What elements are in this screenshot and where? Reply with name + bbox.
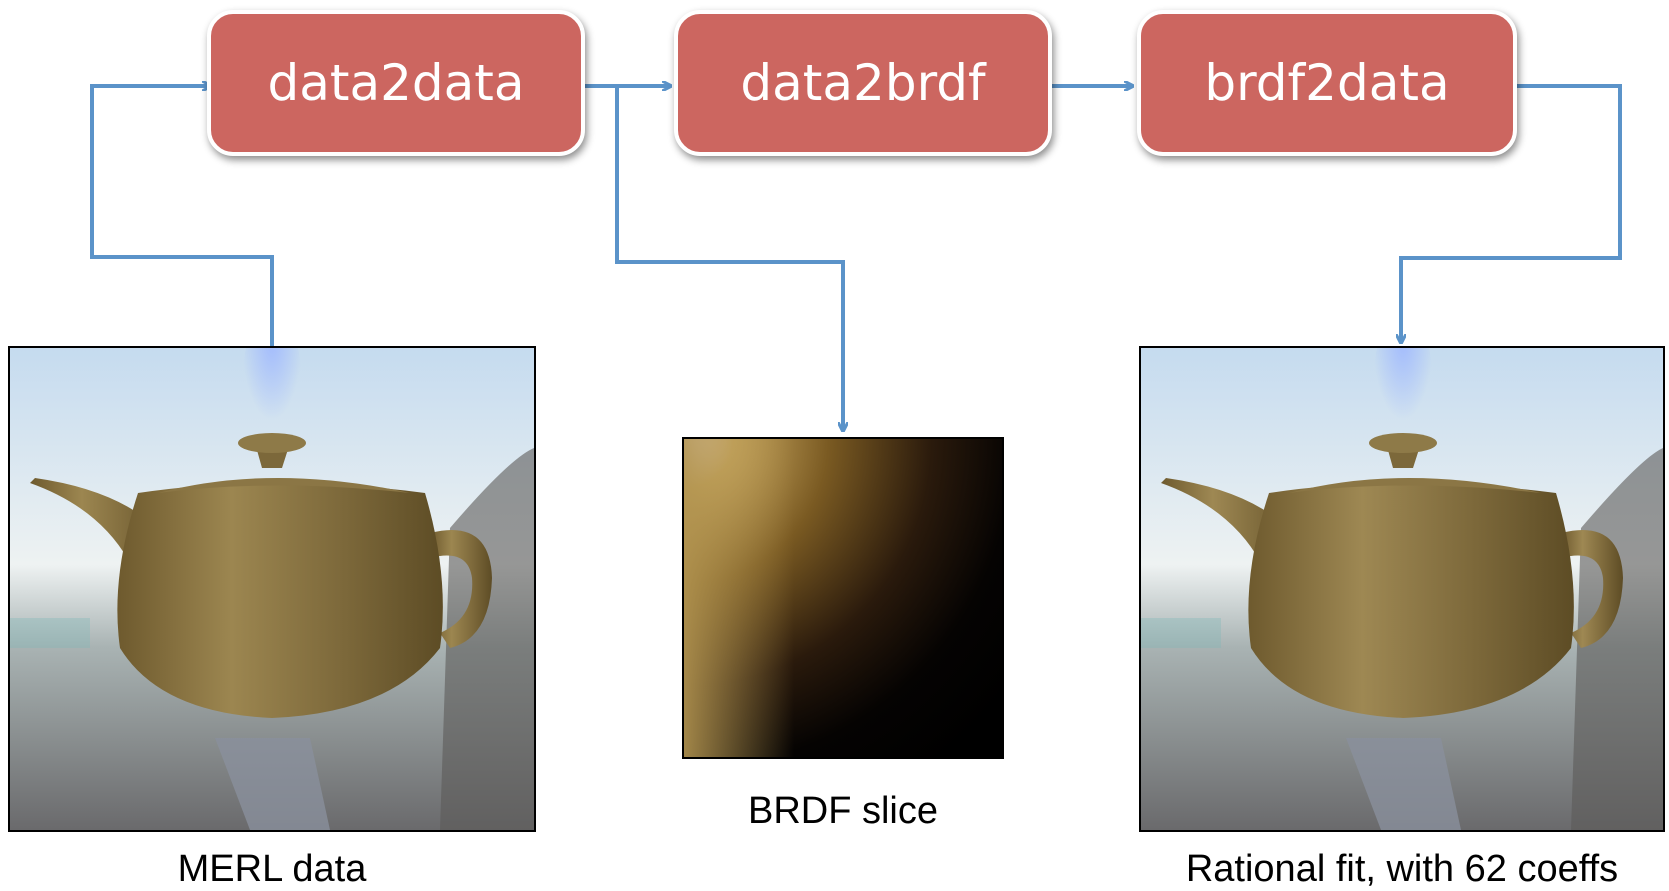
- brdf-slice-image: [682, 437, 1004, 759]
- brdf2data-box: brdf2data: [1137, 10, 1517, 156]
- teapot-render: [1141, 348, 1663, 830]
- merl-caption: MERL data: [177, 848, 367, 890]
- brdf-slice-render: [684, 439, 1002, 757]
- arrow-brdf2data-to-rational: [1401, 84, 1622, 342]
- brdf2data-label: brdf2data: [1204, 54, 1450, 112]
- slice-caption: BRDF slice: [747, 790, 939, 832]
- data2data-label: data2data: [267, 54, 525, 112]
- arrow-data2data-to-slice: [615, 86, 843, 430]
- teapot-render: [10, 348, 534, 830]
- rational-caption: Rational fit, with 62 coeffs: [1185, 848, 1619, 890]
- data2brdf-label: data2brdf: [740, 54, 986, 112]
- data2brdf-box: data2brdf: [674, 10, 1052, 156]
- arrow-merl-to-data2data: [90, 86, 274, 350]
- rational-teapot-image: [1139, 346, 1665, 832]
- merl-teapot-image: [8, 346, 536, 832]
- data2data-box: data2data: [207, 10, 585, 156]
